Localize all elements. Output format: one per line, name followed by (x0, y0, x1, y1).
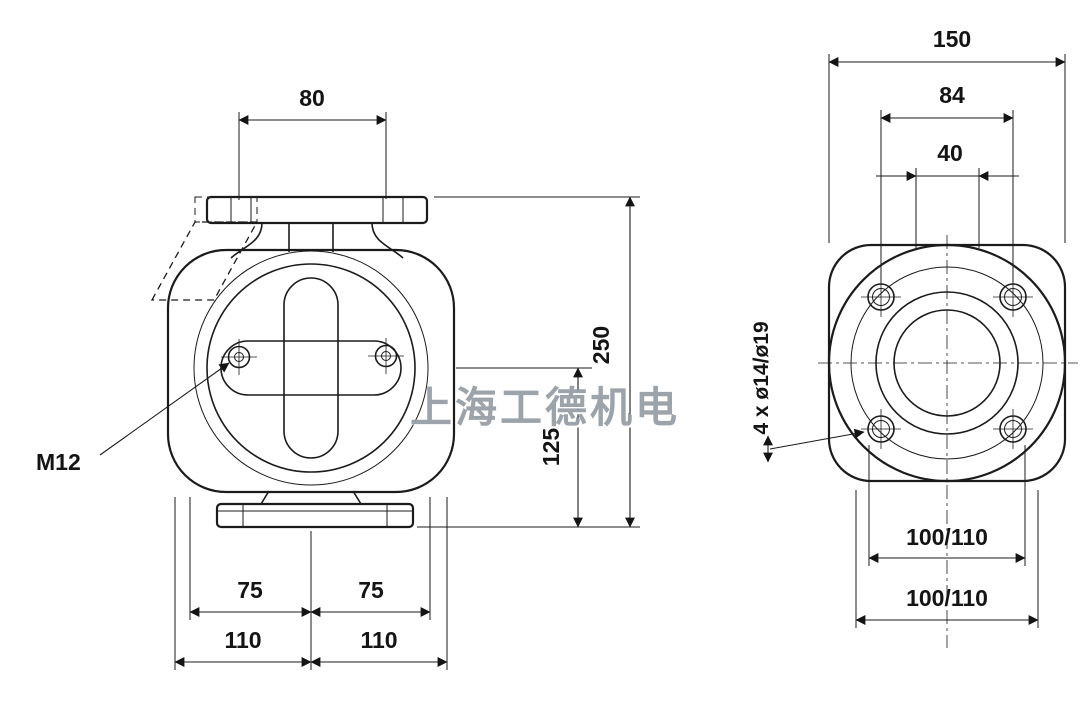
end-bolt-hole-bottom-right (993, 409, 1033, 449)
front-bolt-hole-left (221, 339, 257, 375)
end-bolt-hole-top-left (861, 277, 901, 317)
pump-front-view (150, 195, 456, 529)
terminal-box-hidden-outline (150, 221, 259, 301)
front-bolt-hole-right (368, 338, 404, 374)
volute-rib-horizontal (220, 340, 402, 396)
dim-250-label: 250 (588, 326, 614, 364)
volute-outer-circle (193, 250, 429, 486)
dim-150-label: 150 (933, 26, 971, 52)
front-view-dimensions: 80 250 125 75 75 110 110 M12 (36, 85, 640, 670)
watermark-shadow-text: 上海工德机电 (412, 385, 682, 434)
dim-bolt-circle-1-label: 100/110 (906, 524, 988, 550)
watermark: 上海工德机电 上海工德机电 (410, 383, 682, 434)
dim-110-right-label: 110 (360, 627, 397, 653)
m12-label: M12 (36, 449, 81, 475)
bolt-holes-leader-line (769, 428, 865, 450)
dim-125-label: 125 (538, 428, 564, 467)
dim-80-label: 80 (299, 85, 325, 111)
dim-110-left-label: 110 (224, 627, 261, 653)
watermark-text: 上海工德机电 (410, 383, 680, 432)
dim-40-label: 40 (937, 140, 963, 166)
pump-body-outline (166, 248, 456, 494)
dim-84-label: 84 (939, 82, 965, 108)
bolt-holes-callout-label: 4 x ø14/ø19 (750, 321, 773, 434)
volute-inner-circle (206, 263, 416, 473)
dim-75-right-label: 75 (358, 577, 384, 603)
dim-bolt-circle-2-label: 100/110 (906, 585, 988, 611)
pump-end-view (818, 235, 1078, 648)
end-bolt-hole-bottom-left (861, 409, 901, 449)
bottom-flange (215, 502, 415, 529)
top-flange (205, 195, 429, 225)
m12-leader-line (99, 362, 230, 456)
end-view-dimensions: 150 84 40 4 x ø14/ø19 100/110 100/110 (750, 26, 1066, 628)
terminal-box-hidden-top (194, 196, 258, 223)
dim-75-left-label: 75 (237, 577, 263, 603)
volute-rib-vertical (283, 277, 339, 459)
end-bolt-hole-top-right (993, 277, 1033, 317)
